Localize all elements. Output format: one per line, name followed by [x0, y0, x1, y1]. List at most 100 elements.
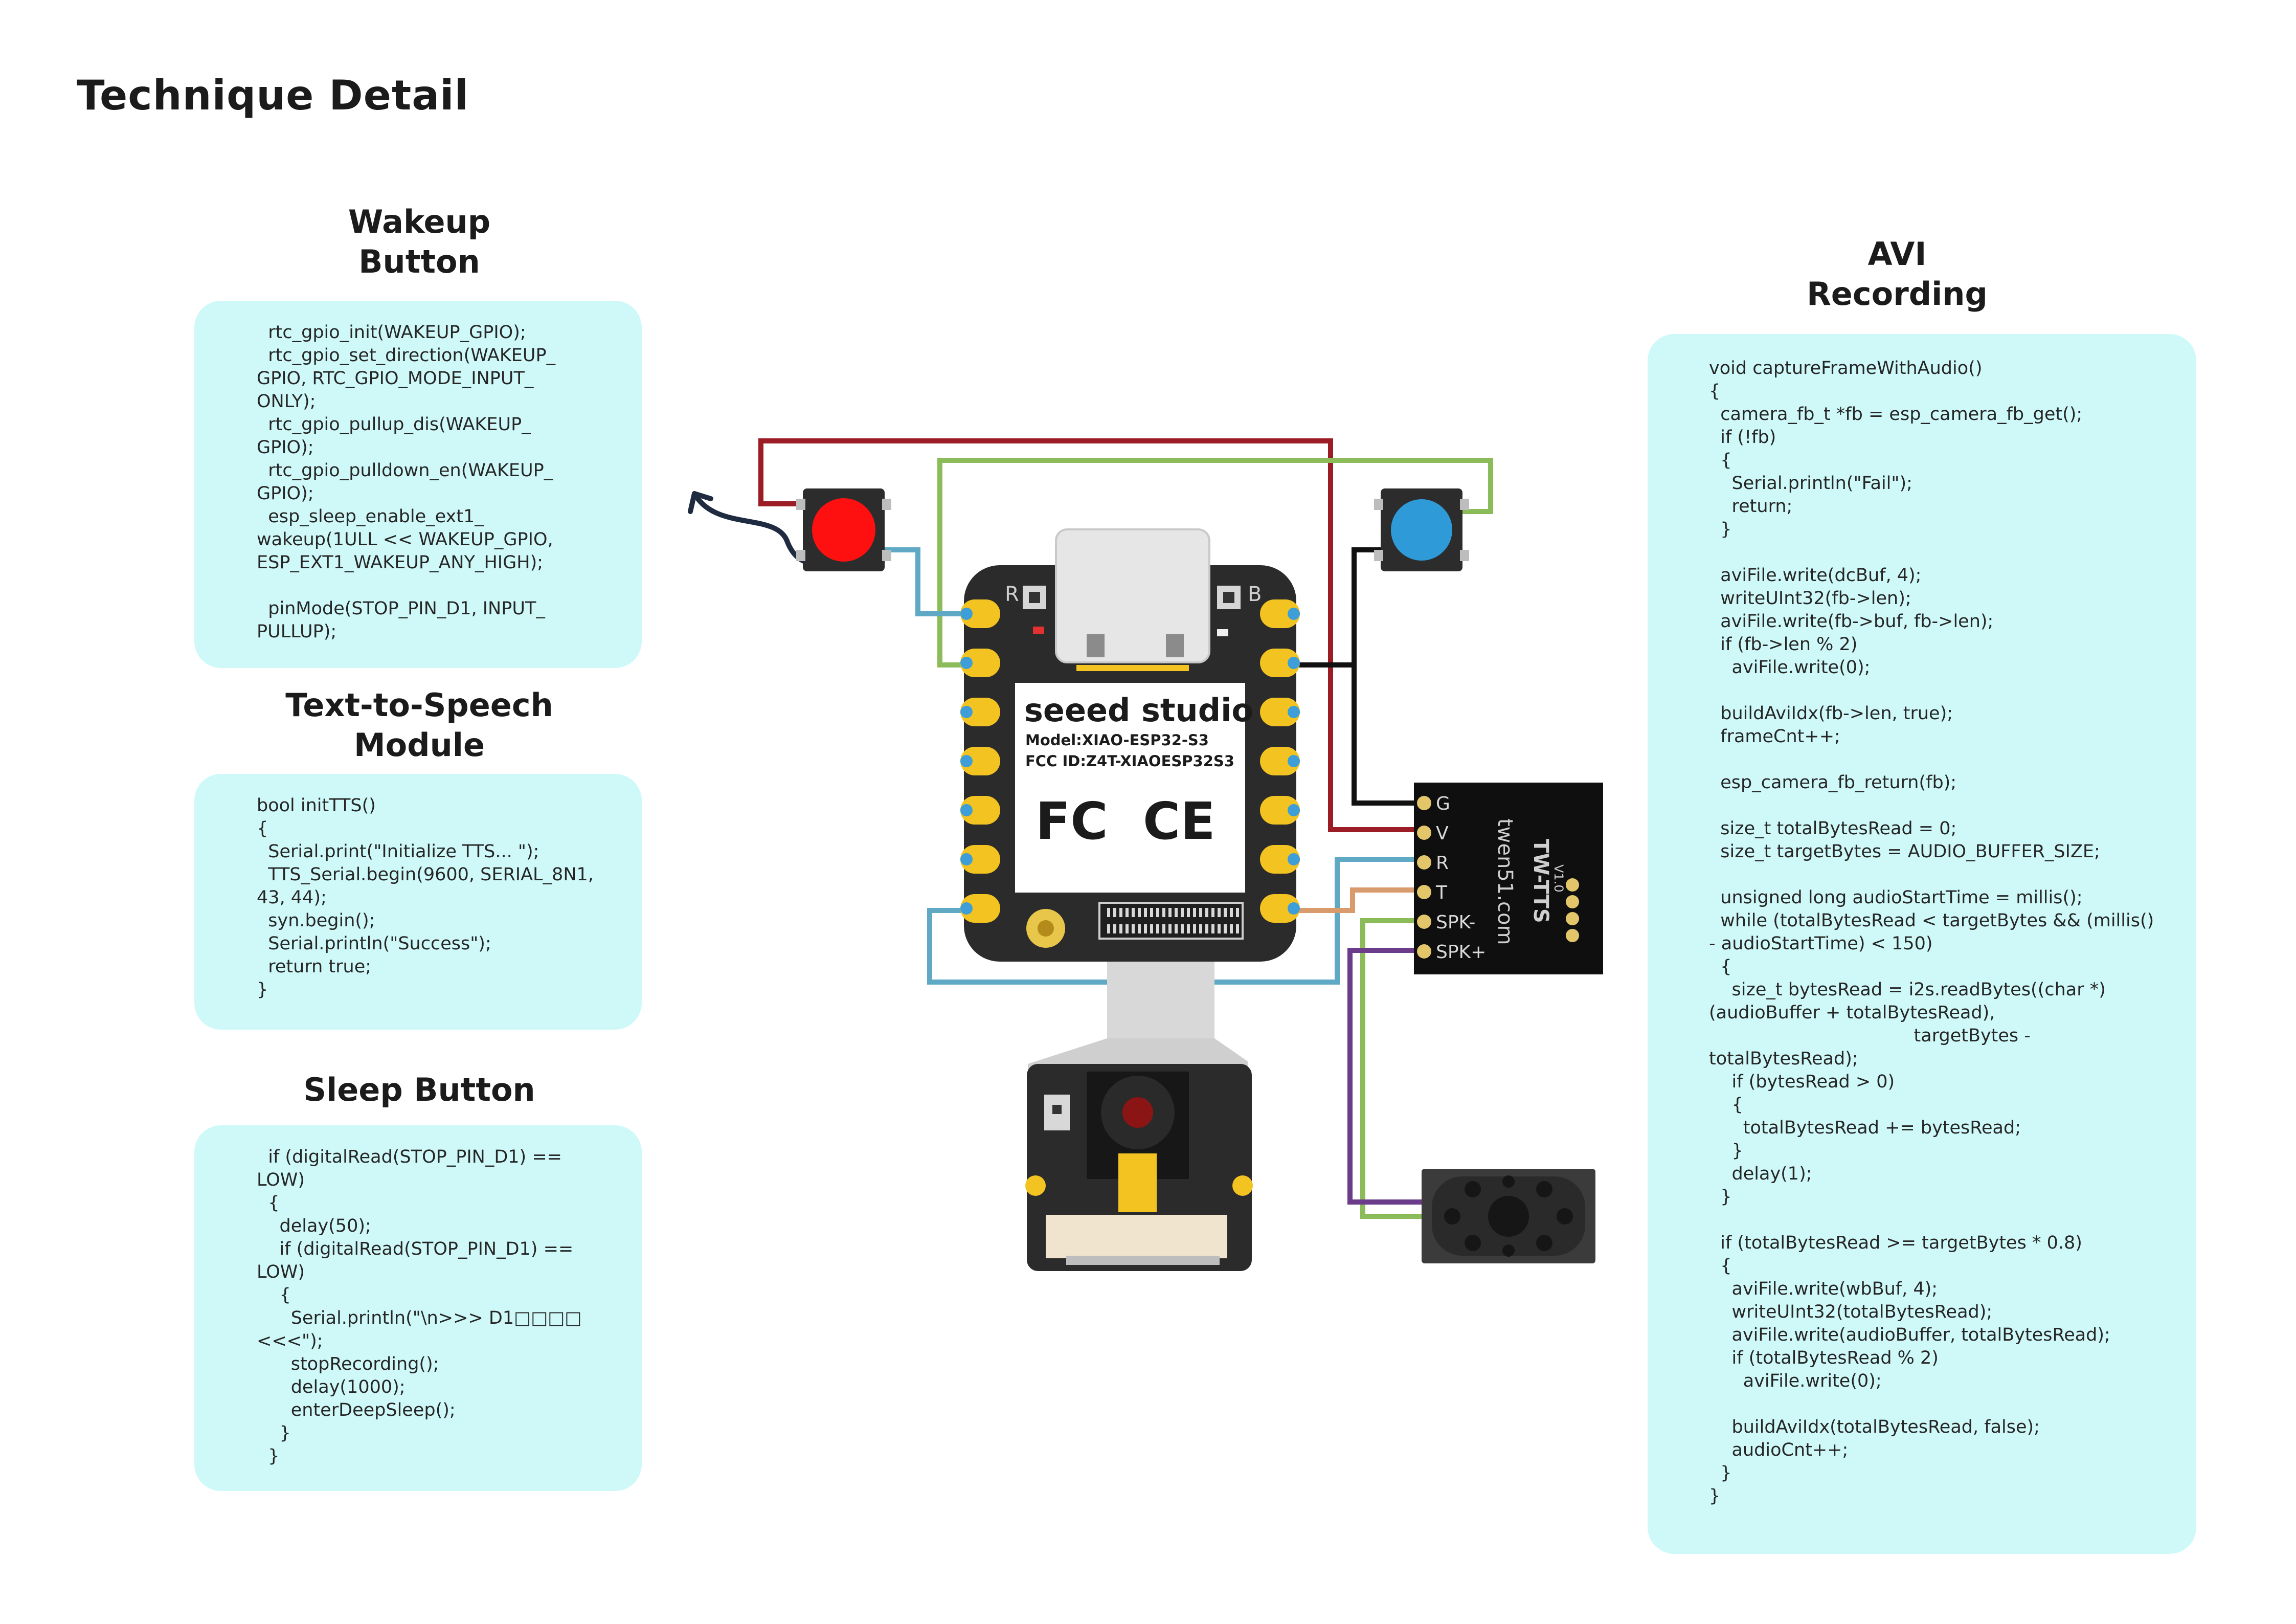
- board-pad: [1260, 845, 1300, 874]
- wire-orange: [1296, 887, 1414, 913]
- board-pads-left: [960, 599, 1000, 923]
- connector-pin: [1168, 924, 1172, 933]
- board-pad-dot: [1288, 657, 1300, 669]
- board-pad-dot: [960, 608, 973, 620]
- board-pad: [960, 796, 1000, 825]
- wakeup-button-title: Wakeup Button: [348, 203, 491, 280]
- tts-pin: [1417, 944, 1431, 959]
- avi-code: void captureFrameWithAudio() { camera_fb…: [1709, 358, 2154, 1506]
- connector-pin: [1156, 924, 1159, 933]
- board-pad-dot: [1288, 608, 1300, 620]
- connector-pin: [1199, 924, 1202, 933]
- connector-pin: [1205, 924, 1208, 933]
- board-pad: [960, 747, 1000, 775]
- connector-pin: [1150, 924, 1153, 933]
- connector-pin: [1218, 924, 1221, 933]
- board-pad: [1260, 649, 1300, 677]
- wire-green-spk: [1360, 918, 1427, 1219]
- avi-code-box: void captureFrameWithAudio() { camera_fb…: [1648, 334, 2196, 1554]
- board-pad: [960, 649, 1000, 677]
- board-pad: [960, 845, 1000, 874]
- tts-module-version: V1.0: [1551, 864, 1566, 893]
- connector-pin: [1230, 908, 1233, 917]
- board-pad-dot: [960, 853, 973, 865]
- connector-pin: [1156, 908, 1159, 917]
- connector-pin: [1193, 924, 1196, 933]
- usb-c-port: [1055, 528, 1210, 663]
- xiao-esp32s3-board: R B seeed studio Model:XIAO-ESP32-S3 FCC…: [960, 528, 1300, 962]
- connector-pin: [1126, 908, 1129, 917]
- connector-pin: [1236, 924, 1239, 933]
- board-pad-dot: [960, 902, 973, 915]
- board-pad-dot: [960, 657, 973, 669]
- connector-pin: [1211, 924, 1214, 933]
- sleep-code-box: if (digitalRead(STOP_PIN_D1) == LOW) { d…: [194, 1125, 642, 1491]
- tts-pin: [1417, 885, 1431, 899]
- tts-pin-label: R: [1436, 853, 1449, 874]
- wire-green-top: [937, 458, 1493, 668]
- board-pad-dot: [1288, 853, 1300, 865]
- blue-push-button: [1374, 488, 1469, 571]
- connector-pin: [1132, 924, 1135, 933]
- tts-pin-label: SPK+: [1436, 942, 1486, 963]
- connector-pin: [1187, 924, 1190, 933]
- connector-pin: [1224, 924, 1227, 933]
- connector-pin: [1205, 908, 1208, 917]
- connector-pin: [1181, 908, 1184, 917]
- sleep-code: if (digitalRead(STOP_PIN_D1) == LOW) { d…: [257, 1147, 582, 1466]
- connector-pin: [1119, 908, 1122, 917]
- board-pad: [960, 698, 1000, 726]
- board-pad-dot: [1288, 804, 1300, 816]
- board-pad-dot: [960, 804, 973, 816]
- tts-pin: [1417, 796, 1431, 810]
- connector-pin: [1168, 908, 1172, 917]
- connector-pin: [1211, 908, 1214, 917]
- board-label-r: R: [1005, 583, 1019, 606]
- red-push-button: [796, 488, 891, 571]
- board-pad: [1260, 894, 1300, 923]
- wakeup-code-box: rtc_gpio_init(WAKEUP_GPIO); rtc_gpio_set…: [194, 301, 642, 668]
- board-pads-right: [1260, 599, 1300, 923]
- avi-recording-title: AVI Recording: [1807, 235, 1988, 313]
- connector-pin: [1199, 908, 1202, 917]
- tts-pin-label: T: [1435, 882, 1448, 903]
- board-pad-dot: [1288, 902, 1300, 915]
- wakeup-code: rtc_gpio_init(WAKEUP_GPIO); rtc_gpio_set…: [257, 322, 556, 642]
- tts-module-title: Text-to-Speech Module: [285, 686, 553, 764]
- page-title: Technique Detail: [77, 72, 469, 119]
- connector-pin: [1144, 924, 1147, 933]
- connector-pin: [1138, 924, 1141, 933]
- tts-code: bool initTTS() { Serial.print("Initializ…: [257, 795, 594, 1000]
- tts-code-box: bool initTTS() { Serial.print("Initializ…: [194, 774, 642, 1030]
- tts-pin: [1417, 826, 1431, 840]
- board-pad-dot: [960, 755, 973, 767]
- board-pad: [1260, 796, 1300, 825]
- connector-pin: [1181, 924, 1184, 933]
- connector-pin: [1224, 908, 1227, 917]
- wire-blue-button: [885, 547, 964, 616]
- connector-pin: [1175, 924, 1178, 933]
- board-pad: [1260, 599, 1300, 628]
- camera-module: [1025, 1064, 1253, 1271]
- connector-pin: [1230, 924, 1233, 933]
- connector-pin: [1150, 908, 1153, 917]
- board-pad-dot: [960, 706, 973, 718]
- connector-pin: [1236, 908, 1239, 917]
- tts-pin-label: V: [1436, 823, 1449, 844]
- connector-pin: [1218, 908, 1221, 917]
- sleep-button-title: Sleep Button: [303, 1071, 535, 1108]
- fc-mark-icon: FC: [1036, 791, 1108, 851]
- tts-pin-label: SPK-: [1436, 912, 1475, 933]
- board-pad-dot: [1288, 706, 1300, 718]
- board-model: Model:XIAO-ESP32-S3: [1025, 731, 1209, 749]
- connector-pin: [1113, 908, 1116, 917]
- board-pad: [1260, 698, 1300, 726]
- board-fcc-id: FCC ID:Z4T-XIAOESP32S3: [1025, 752, 1234, 770]
- connector-pin: [1132, 908, 1135, 917]
- connector-pin: [1144, 908, 1147, 917]
- connector-pin: [1107, 924, 1110, 933]
- tts-pin-label: G: [1436, 793, 1450, 814]
- tts-module-name: TW-TTS: [1529, 839, 1552, 923]
- connector-pin: [1138, 908, 1141, 917]
